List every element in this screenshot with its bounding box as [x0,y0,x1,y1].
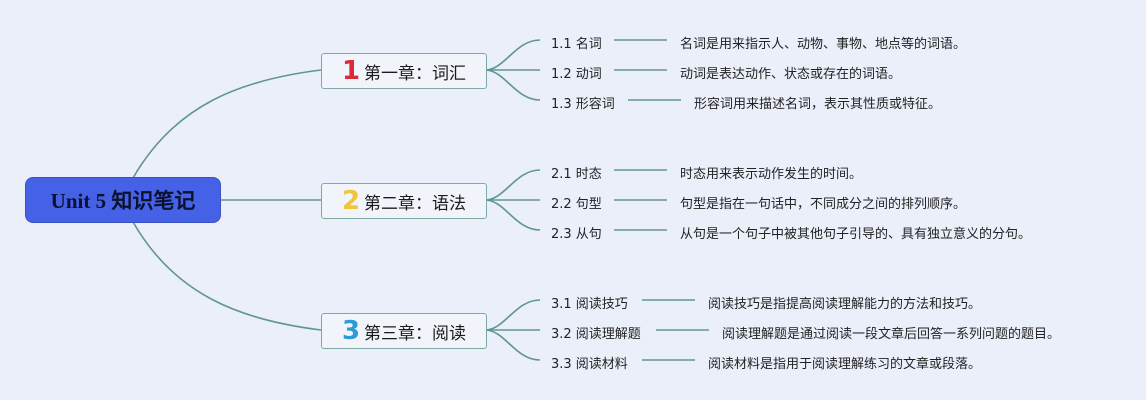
subtopic-1-3[interactable]: 1.3 形容词 [551,97,615,112]
description-1-2: 动词是表达动作、状态或存在的词语。 [680,67,902,82]
root-label: Unit 5 知识笔记 [50,189,196,213]
chapter-2-to-subtopic-3-line [484,199,541,231]
root-to-chapter-3-line [132,221,322,331]
description-3-1: 阅读技巧是指提高阅读理解能力的方法和技巧。 [708,297,982,312]
chapter-label-2: 第二章：语法 [364,193,467,214]
chapter-number-3: 3 [341,316,361,346]
chapter-node-3[interactable]: 3 第三章：阅读 [321,313,487,349]
chapter-3-to-subtopic-1-line [484,299,541,331]
chapter-1-to-subtopic-1-line [484,39,541,71]
subtopic-3-2[interactable]: 3.2 阅读理解题 [551,327,641,342]
chapter-number-1: 1 [341,56,361,86]
subtopic-2-3[interactable]: 2.3 从句 [551,227,602,242]
description-3-2: 阅读理解题是通过阅读一段文章后回答一系列问题的题目。 [722,327,1061,342]
chapter-node-1[interactable]: 1 第一章：词汇 [321,53,487,89]
description-1-1: 名词是用来指示人、动物、事物、地点等的词语。 [680,37,967,52]
chapter-label-1: 第一章：词汇 [364,63,467,84]
root-node[interactable]: Unit 5 知识笔记 [26,178,220,222]
description-2-2: 句型是指在一句话中，不同成分之间的排列顺序。 [680,197,967,212]
chapter-label-3: 第三章：阅读 [364,323,467,344]
subtopic-2-2[interactable]: 2.2 句型 [551,197,602,212]
subtopic-3-3[interactable]: 3.3 阅读材料 [551,357,628,372]
description-2-3: 从句是一个句子中被其他句子引导的、具有独立意义的分句。 [680,227,1032,242]
chapter-2-to-subtopic-1-line [484,169,541,201]
chapter-3-to-subtopic-3-line [484,329,541,361]
description-2-1: 时态用来表示动作发生的时间。 [680,167,863,182]
subtopic-3-1[interactable]: 3.1 阅读技巧 [551,297,628,312]
root-to-chapter-1-line [132,69,322,179]
subtopic-1-2[interactable]: 1.2 动词 [551,67,602,82]
chapter-number-2: 2 [341,186,361,216]
chapter-1-to-subtopic-3-line [484,69,541,101]
chapter-node-2[interactable]: 2 第二章：语法 [321,183,487,219]
subtopic-1-1[interactable]: 1.1 名词 [551,37,602,52]
description-1-3: 形容词用来描述名词，表示其性质或特征。 [694,97,942,112]
subtopic-2-1[interactable]: 2.1 时态 [551,167,602,182]
description-3-3: 阅读材料是指用于阅读理解练习的文章或段落。 [708,357,982,372]
